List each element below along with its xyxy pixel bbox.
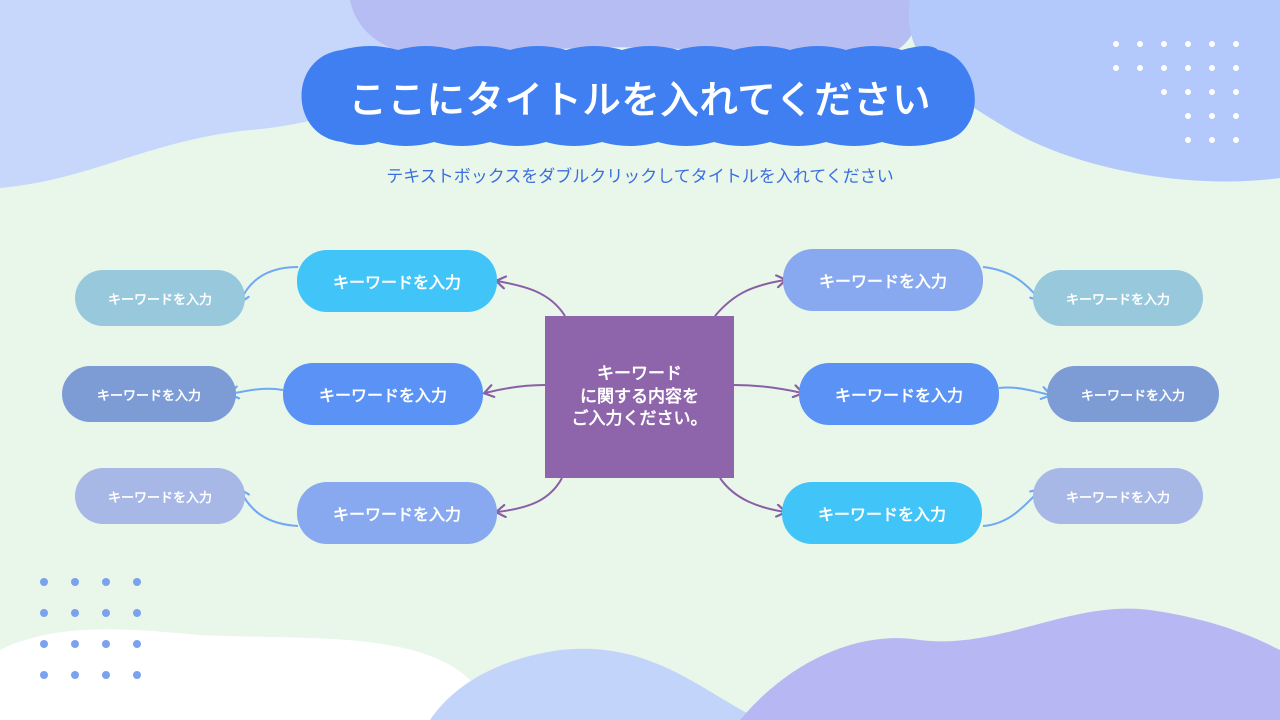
left-keyword-3[interactable]: キーワードを入力 — [297, 482, 497, 544]
arrow-center-to-right-mid — [733, 384, 802, 393]
arrow-center-to-left-bottom — [497, 477, 563, 512]
decor-dot — [71, 609, 79, 617]
decor-dot — [1233, 41, 1239, 47]
decor-dot — [133, 578, 141, 586]
decor-dot — [71, 640, 79, 648]
bottom-right-blob — [740, 608, 1280, 720]
arrow-right-mid-to-sub — [998, 387, 1050, 395]
decor-dot — [40, 671, 48, 679]
bottom-left-blob — [0, 629, 475, 720]
decor-dot — [1185, 65, 1191, 71]
right-keyword-3[interactable]: キーワードを入力 — [782, 482, 982, 544]
arrow-center-to-left-top — [497, 281, 566, 317]
decor-dot — [133, 640, 141, 648]
right-keyword-2[interactable]: キーワードを入力 — [799, 363, 999, 425]
decor-dot — [1209, 65, 1215, 71]
left-keyword-2[interactable]: キーワードを入力 — [283, 363, 483, 425]
decor-dot — [102, 640, 110, 648]
page-title[interactable]: ここにタイトルを入れてください — [348, 77, 932, 122]
right-keyword-1[interactable]: キーワードを入力 — [783, 249, 983, 311]
decor-dot — [1185, 137, 1191, 143]
decor-dot — [102, 578, 110, 586]
left-sub-keyword-2[interactable]: キーワードを入力 — [62, 366, 236, 422]
decor-dot — [40, 640, 48, 648]
decor-dot — [1233, 65, 1239, 71]
decor-dot — [1209, 113, 1215, 119]
decor-dot — [102, 609, 110, 617]
arrow-center-to-right-top — [714, 280, 785, 317]
decor-dot — [1185, 89, 1191, 95]
top-left-blob — [0, 0, 454, 188]
left-sub-keyword-3[interactable]: キーワードを入力 — [75, 468, 245, 524]
arrow-center-to-left-mid — [485, 384, 546, 393]
right-sub-keyword-1[interactable]: キーワードを入力 — [1033, 270, 1203, 326]
decor-dot — [1113, 41, 1119, 47]
decor-dot — [71, 671, 79, 679]
decor-dot — [1233, 137, 1239, 143]
arrow-center-to-right-bottom — [719, 477, 785, 512]
decor-dot — [1161, 89, 1167, 95]
decor-dot — [133, 671, 141, 679]
decor-dot — [1137, 65, 1143, 71]
decor-dot — [1137, 41, 1143, 47]
arrow-left-bottom-to-sub — [240, 490, 299, 527]
arrow-right-top-to-sub — [982, 266, 1040, 300]
dot-grid-bottom-left — [40, 578, 141, 679]
right-sub-keyword-2[interactable]: キーワードを入力 — [1047, 366, 1219, 422]
decor-dot — [1161, 41, 1167, 47]
decor-dot — [1113, 65, 1119, 71]
title-banner: ここにタイトルを入れてください — [292, 46, 988, 146]
decor-dot — [71, 578, 79, 586]
subtitle[interactable]: テキストボックスをダブルクリックしてタイトルを入れてください — [386, 167, 894, 187]
decor-dot — [40, 609, 48, 617]
right-sub-keyword-3[interactable]: キーワードを入力 — [1033, 468, 1203, 524]
title-wavy-shape — [301, 46, 975, 146]
arrow-left-top-to-sub — [240, 266, 299, 302]
decor-dot — [1233, 89, 1239, 95]
arrow-right-bottom-to-sub — [982, 490, 1040, 527]
decor-dot — [40, 578, 48, 586]
bottom-center-blob — [430, 648, 760, 720]
decor-dot — [133, 609, 141, 617]
left-keyword-1[interactable]: キーワードを入力 — [297, 250, 497, 312]
decor-dot — [1185, 113, 1191, 119]
decor-dot — [1209, 41, 1215, 47]
decor-dot — [1185, 41, 1191, 47]
decor-dot — [1209, 137, 1215, 143]
center-node[interactable]: キーワード に関する内容を ご入力ください。 — [545, 316, 734, 478]
dot-grid-top-right — [1113, 41, 1239, 143]
arrow-left-mid-to-sub — [230, 389, 284, 394]
decor-dot — [1209, 89, 1215, 95]
decor-dot — [1161, 65, 1167, 71]
decor-dot — [1233, 113, 1239, 119]
left-sub-keyword-1[interactable]: キーワードを入力 — [75, 270, 245, 326]
decor-dot — [102, 671, 110, 679]
